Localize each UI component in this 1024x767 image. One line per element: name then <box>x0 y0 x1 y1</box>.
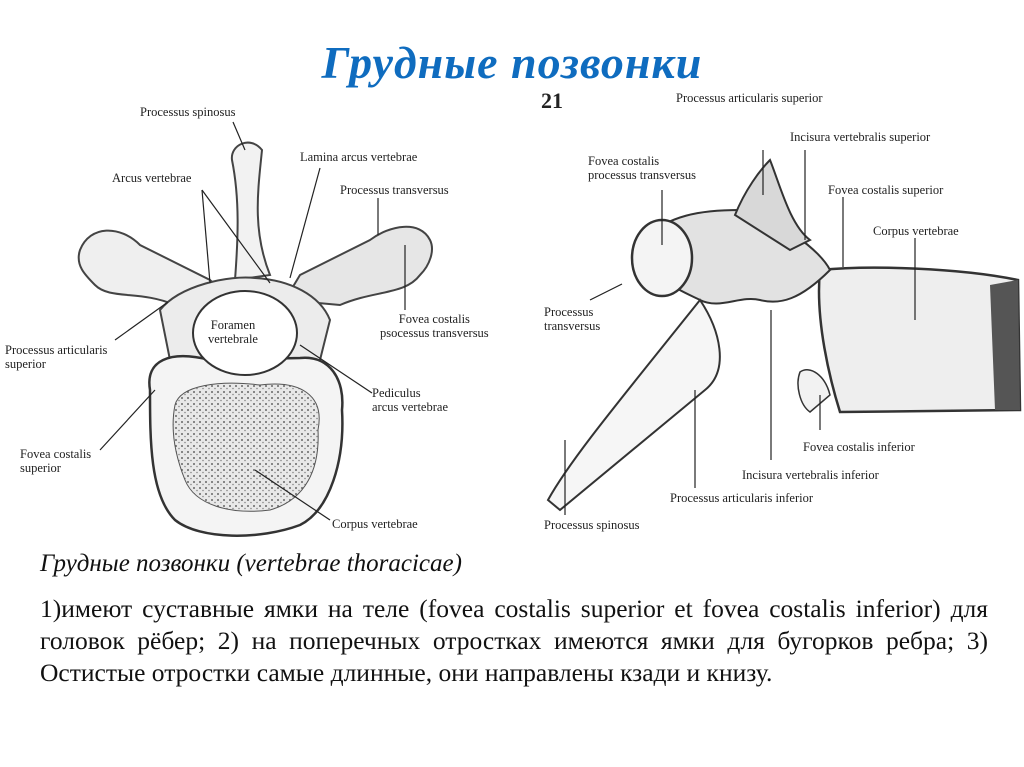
label-processus-spinosus: Processus spinosus <box>140 105 236 119</box>
label-line: transversus <box>544 319 601 333</box>
label-fovea-costalis-inferior: Fovea costalis inferior <box>803 440 915 454</box>
label-line: processus transversus <box>588 168 696 182</box>
label-lamina-arcus-vertebrae: Lamina arcus vertebrae <box>300 150 418 164</box>
vertebra-superior-view-illustration <box>77 121 433 537</box>
label-fovea-costalis-superior: Fovea costalis superior <box>20 447 91 475</box>
label-line: Processus <box>544 305 594 319</box>
label-corpus-vertebrae: Corpus vertebrae <box>332 517 418 531</box>
vertebra-lateral-view-illustration <box>546 150 1022 515</box>
label-fovea-costalis-processus-transversus-lateral: Fovea costalis processus transversus <box>588 154 696 182</box>
label-line: Foramen <box>210 318 256 332</box>
figure-number: 21 <box>541 88 563 113</box>
label-processus-spinosus-lateral: Processus spinosus <box>544 518 640 532</box>
label-foramen-vertebrale: Foramen vertebrale <box>208 318 258 346</box>
label-processus-articularis-superior: Processus articularis superior <box>5 343 107 371</box>
label-line: arcus vertebrae <box>372 400 448 414</box>
label-pediculus-arcus-vertebrae: Pediculus arcus vertebrae <box>372 386 448 414</box>
label-line: Fovea costalis <box>20 447 92 461</box>
label-incisura-vertebralis-inferior: Incisura vertebralis inferior <box>742 468 879 482</box>
slide-title: Грудные позвонки <box>321 37 703 88</box>
label-incisura-vertebralis-superior: Incisura vertebralis superior <box>790 130 931 144</box>
label-processus-transversus-lateral: Processus transversus <box>544 305 600 333</box>
label-fovea-costalis-superior-lateral: Fovea costalis superior <box>828 183 944 197</box>
label-line: vertebrale <box>208 332 258 346</box>
label-line: Processus articularis <box>5 343 108 357</box>
label-line: Fovea costalis <box>588 154 660 168</box>
label-line: Fovea costalis <box>398 312 470 326</box>
label-processus-articularis-superior-lateral: Processus articularis superior <box>676 91 823 105</box>
section-subtitle: Грудные позвонки (vertebrae thoracicae) <box>40 550 462 577</box>
label-processus-transversus: Processus transversus <box>340 183 449 197</box>
description-paragraph: 1)имеют суставные ямки на теле (fovea co… <box>40 594 988 687</box>
label-arcus-vertebrae: Arcus vertebrae <box>112 171 192 185</box>
label-line: superior <box>5 357 46 371</box>
label-fovea-costalis-processus-transversus: Fovea costalis psocessus transversus <box>380 312 489 340</box>
label-processus-articularis-inferior: Processus articularis inferior <box>670 491 814 505</box>
label-line: Pediculus <box>372 386 421 400</box>
label-line: psocessus transversus <box>380 326 489 340</box>
label-corpus-vertebrae-lateral: Corpus vertebrae <box>873 224 959 238</box>
label-line: superior <box>20 461 61 475</box>
